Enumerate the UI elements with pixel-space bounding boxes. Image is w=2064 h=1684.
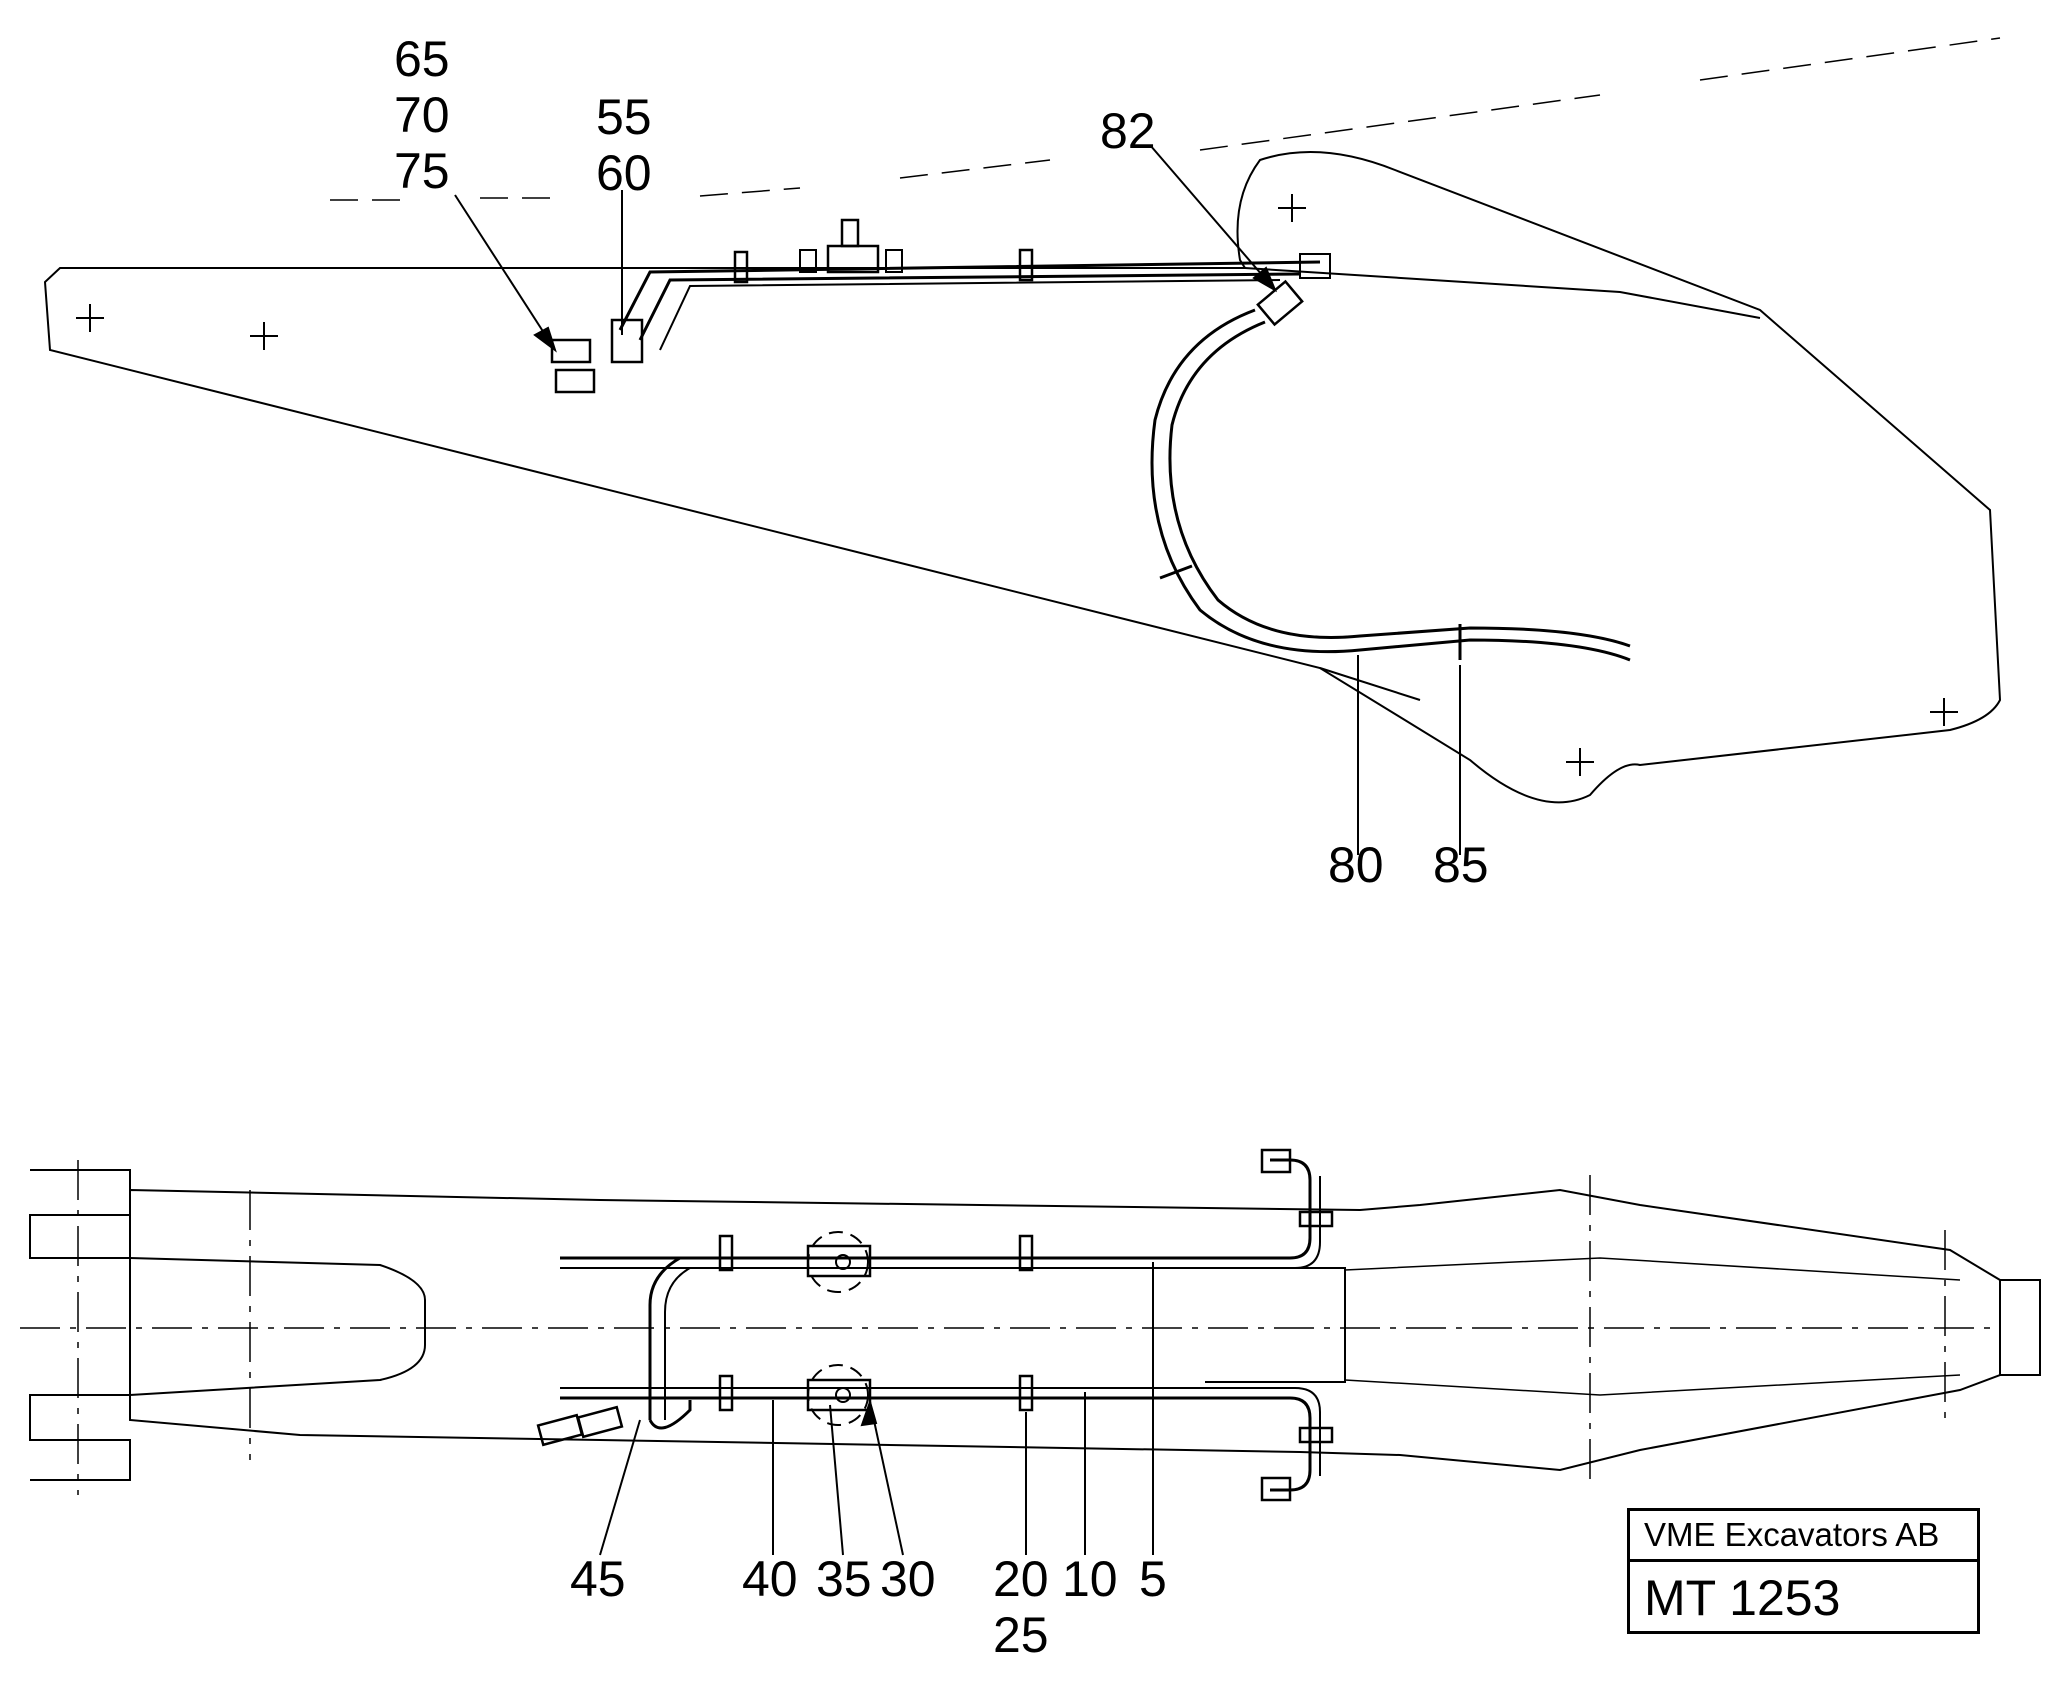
callout-55: 55 — [596, 89, 652, 145]
pipe-top-b — [560, 1176, 1321, 1269]
leader-30 — [869, 1401, 904, 1556]
fork-outline — [29, 1169, 131, 1481]
arrowhead-30 — [860, 1398, 878, 1427]
callout-5: 5 — [1139, 1551, 1167, 1607]
bracket-left — [610, 318, 644, 364]
callout-82: 82 — [1100, 103, 1156, 159]
leader-75 — [454, 194, 556, 351]
pivot-cross-4 — [1566, 748, 1594, 776]
valve-bot — [806, 1378, 872, 1412]
callout-40: 40 — [742, 1551, 798, 1607]
callout-25: 25 — [993, 1607, 1049, 1663]
pipe-down-a — [648, 1400, 692, 1430]
pipe-upper-3 — [659, 279, 1281, 351]
callout-30: 30 — [880, 1551, 936, 1607]
side-view — [43, 37, 2002, 855]
clamp-1 — [733, 250, 749, 284]
arrowhead-75 — [533, 326, 557, 353]
upper-dash — [330, 37, 2001, 201]
fork-body — [129, 1188, 2001, 1472]
pipe-top-a — [560, 1158, 1312, 1260]
callout-65: 65 — [394, 31, 450, 87]
valve-bot-dot — [835, 1387, 851, 1403]
slot — [1205, 1267, 1346, 1383]
inner-cone-bot — [1344, 1374, 1961, 1396]
pipe-riser-a — [648, 1256, 700, 1420]
leader-82 — [1149, 144, 1276, 291]
hose-clamp-mid — [1159, 564, 1193, 580]
clamp-2 — [1018, 248, 1034, 282]
clamp-t2 — [1018, 1234, 1034, 1272]
nose-cap — [2000, 1279, 2041, 1376]
pipe-riser-b — [664, 1267, 691, 1420]
pipe-upper-1 — [618, 260, 1321, 331]
drawing-number: MT 1253 — [1644, 1570, 1841, 1626]
fitting-br — [1260, 1476, 1292, 1502]
clamp-r2 — [1298, 1426, 1334, 1444]
fitting-left-2 — [554, 368, 596, 394]
valve-top-circle — [807, 1231, 869, 1293]
pivot-cross-1 — [76, 304, 104, 332]
pivot-cross-5 — [1930, 698, 1958, 726]
valve-top-dot — [835, 1254, 851, 1270]
callout-70: 70 — [394, 87, 450, 143]
boom-top-edge — [1244, 267, 1761, 319]
clamp-r1 — [1298, 1210, 1334, 1228]
top-view — [20, 1148, 2041, 1556]
bracket-right — [1299, 253, 1331, 279]
pipe-bot-a — [560, 1396, 1312, 1492]
title-block: VME Excavators AB MT 1253 — [1627, 1508, 1980, 1634]
pivot-cross-2 — [250, 322, 278, 350]
clamp-t1 — [718, 1234, 734, 1272]
leader-45 — [599, 1419, 641, 1556]
boom-lower-edge — [1319, 667, 1421, 701]
callout-60: 60 — [596, 145, 652, 201]
tongue — [129, 1257, 426, 1396]
fitting-left-1 — [550, 338, 592, 364]
leader-35 — [829, 1404, 844, 1556]
hose-inner — [1168, 320, 1631, 648]
clamp-b1 — [718, 1374, 734, 1412]
callout-80: 80 — [1328, 837, 1384, 893]
hose-outer — [1150, 308, 1631, 662]
company-name: VME Excavators AB — [1630, 1511, 1977, 1562]
clamp-b2 — [1018, 1374, 1034, 1412]
callout-75: 75 — [394, 143, 450, 199]
callout-35: 35 — [816, 1551, 872, 1607]
valve-bot-circle — [807, 1364, 869, 1426]
arrowhead-82 — [1252, 266, 1278, 293]
fitting-tr — [1260, 1148, 1292, 1174]
callout-20: 20 — [993, 1551, 1049, 1607]
pipe-upper-2 — [638, 272, 1301, 341]
callout-10: 10 — [1062, 1551, 1118, 1607]
fitting-bl-2 — [576, 1405, 624, 1439]
union-1 — [799, 249, 817, 273]
inner-cone-top — [1344, 1257, 1961, 1281]
boom-outline — [43, 151, 2002, 804]
fitting-right — [1256, 279, 1304, 327]
valve-top — [806, 1244, 872, 1278]
pivot-cross-3 — [1278, 194, 1306, 222]
callout-85: 85 — [1433, 837, 1489, 893]
union-2 — [885, 249, 903, 273]
pipe-bot-b — [560, 1387, 1321, 1476]
callout-45: 45 — [570, 1551, 626, 1607]
tee-stem — [840, 218, 860, 248]
